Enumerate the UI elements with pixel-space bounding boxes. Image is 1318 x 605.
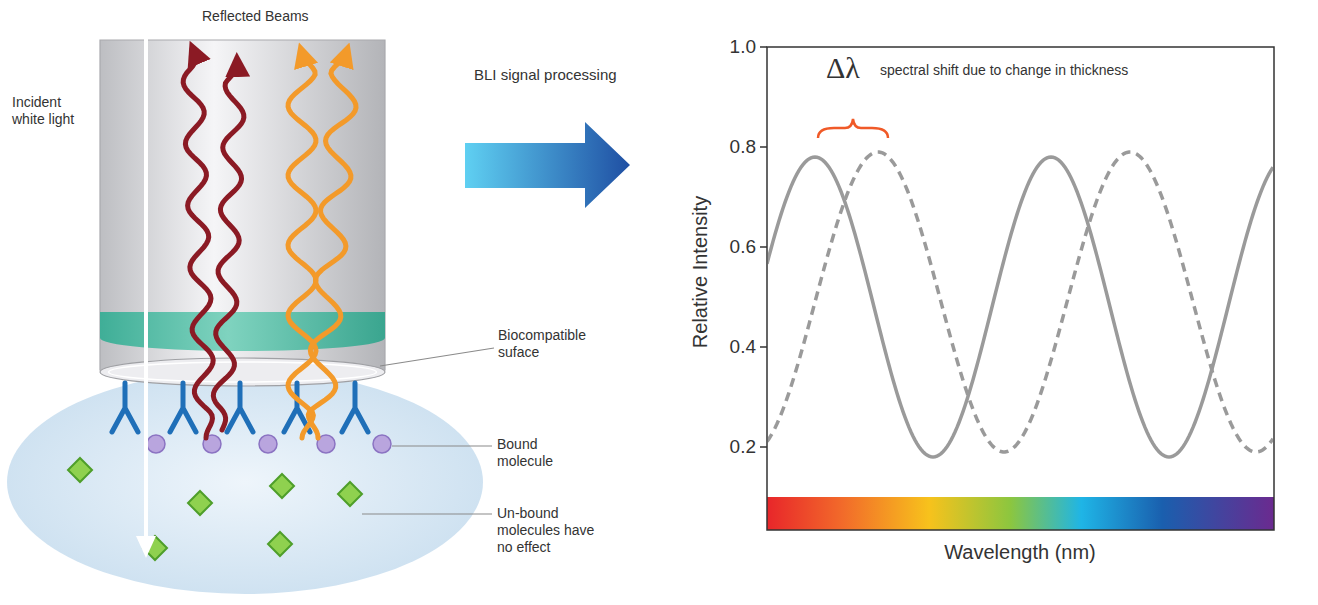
unbound-label: Un-bound molecules have no effect	[497, 505, 612, 555]
unbound-molecule	[188, 491, 212, 515]
bound-molecule	[259, 435, 277, 453]
reflected-beam	[213, 62, 244, 430]
process-label: BLI signal processing	[474, 66, 617, 84]
unbound-molecules	[68, 458, 362, 560]
reflected-beam	[183, 50, 213, 438]
leader-line	[392, 445, 492, 446]
bound-molecules	[147, 435, 391, 453]
antibody	[227, 383, 253, 432]
reflected-beam	[308, 52, 356, 438]
reflected-beams	[183, 50, 356, 438]
y-tick	[760, 246, 767, 248]
delta-lambda-symbol: Δλ	[826, 50, 860, 86]
processing-arrow	[465, 122, 630, 208]
y-axis-title: Relative Intensity	[688, 196, 712, 348]
shift-bracket	[818, 119, 888, 138]
surface-label: Biocompatible suface	[498, 327, 618, 361]
bound-molecule	[373, 435, 391, 453]
biocompatible-surface	[100, 358, 385, 386]
unbound-molecule	[270, 474, 294, 498]
antibody	[342, 383, 368, 432]
surface-rim	[109, 362, 377, 382]
unbound-molecule	[338, 482, 362, 506]
y-tick	[760, 46, 767, 48]
leader-line	[380, 348, 494, 366]
y-tick-label: 1.0	[730, 36, 756, 59]
x-axis-title: Wavelength (nm)	[944, 540, 1096, 564]
unbound-molecule	[68, 458, 92, 482]
leader-line	[362, 513, 492, 514]
spectra	[768, 152, 1273, 457]
solution-pool	[7, 370, 483, 594]
y-tick-label: 0.6	[730, 236, 756, 259]
bound-molecule	[147, 435, 165, 453]
unbound-molecule	[268, 532, 292, 556]
y-tick-label: 0.8	[730, 136, 756, 159]
biosensor-tip	[100, 40, 385, 384]
beam-label: Reflected Beams	[202, 8, 309, 25]
spectrum-bar	[767, 497, 1274, 530]
incident-light-head	[136, 536, 156, 558]
y-tick	[760, 146, 767, 148]
y-axis-ticks	[760, 47, 767, 447]
spectrum-before	[768, 157, 1273, 457]
bound-label: Bound molecule	[497, 436, 577, 470]
antibody	[112, 383, 138, 432]
spectrum-after	[768, 152, 1273, 452]
plot-frame	[767, 47, 1274, 530]
y-tick	[760, 446, 767, 448]
antibody-symbols	[112, 383, 368, 432]
shift-note: spectral shift due to change in thicknes…	[880, 62, 1128, 79]
light-label: Incident white light	[12, 94, 80, 128]
y-tick-label: 0.2	[730, 436, 756, 459]
y-tick	[760, 346, 767, 348]
incident-light-line	[144, 12, 148, 540]
y-tick-label: 0.4	[730, 336, 756, 359]
reflected-beam	[288, 52, 316, 438]
